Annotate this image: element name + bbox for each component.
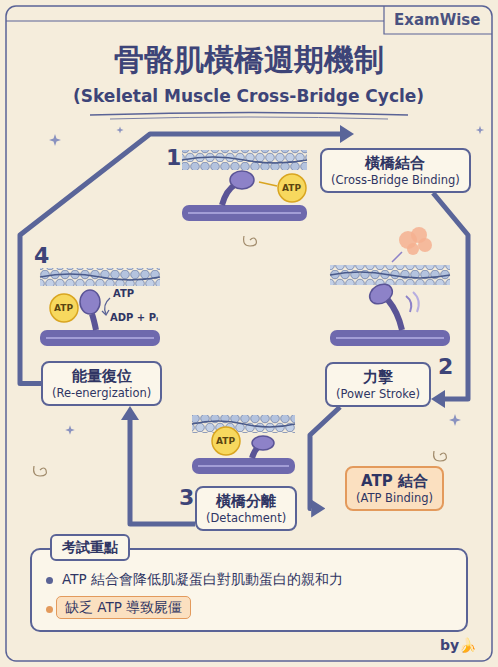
bullet-text: ATP 結合會降低肌凝蛋白對肌動蛋白的親和力 <box>62 570 343 589</box>
cycle-arrow <box>20 134 340 384</box>
reaction-text: ATP <box>113 288 134 300</box>
decorations-part <box>434 451 447 461</box>
page-frame-part <box>6 6 492 661</box>
panel-heading: 考試重點 <box>50 534 130 561</box>
decorations-part <box>449 414 461 426</box>
stage-1-illustration-part <box>182 205 307 221</box>
label-subtext: (Power Stroke) <box>336 387 420 402</box>
stage-2-illustration-part <box>330 272 450 278</box>
stage-4-illustration-part <box>92 314 96 330</box>
atp-binding-box: ATP 結合(ATP Binding) <box>345 466 444 511</box>
label-subtext: (Re-energization) <box>52 386 151 401</box>
stage-4-illustration-part <box>40 330 160 346</box>
decorations-part <box>244 236 257 246</box>
title-underline-part <box>110 117 388 119</box>
page-frame-part <box>384 6 492 34</box>
stage-3-illustration-part <box>192 458 295 474</box>
stage-3-illustration-part <box>198 465 289 467</box>
signature: by🍌 <box>440 637 476 654</box>
stage-2-illustration-part <box>418 238 432 252</box>
decorations-part <box>65 425 75 435</box>
bullet-text: 缺乏 ATP 導致屍僵 <box>65 598 182 617</box>
stage-1-illustration-part <box>182 157 307 163</box>
page-frame-part <box>6 20 384 21</box>
stage-3-illustration-part <box>252 436 274 450</box>
callout-number: 2 <box>438 354 453 380</box>
decorations-part <box>34 466 47 476</box>
brand-tab: ExamWise <box>394 11 480 29</box>
diagram-title: 骨骼肌橫橋週期機制 <box>114 40 384 81</box>
label-heading: 能量復位 <box>52 366 151 386</box>
stage-3-illustration-part <box>192 415 295 433</box>
title-underline <box>90 113 408 120</box>
stage-4-illustration-part <box>46 337 154 339</box>
stage-3-illustration <box>192 415 295 474</box>
label-subtext: (Detachment) <box>206 511 286 526</box>
atp-badge-text: ATP <box>54 303 73 314</box>
stage-3-illustration-part <box>192 421 295 427</box>
bullet-dot <box>46 606 53 613</box>
stage-3-illustration-part <box>212 427 240 455</box>
stage-4-illustration-part <box>102 310 109 315</box>
title-underline-part <box>90 113 408 116</box>
stage-1-illustration-part <box>278 174 306 202</box>
decorations-part <box>116 126 123 133</box>
stage-2-illustration-part <box>366 280 396 308</box>
stage-1-illustration-part <box>259 182 277 186</box>
label-heading: 橫橋結合 <box>331 153 460 173</box>
bullet-dot <box>46 577 53 584</box>
stage-2-illustration <box>330 227 450 346</box>
cycle-arrow <box>433 193 468 399</box>
stage-4-illustration-part <box>40 268 160 286</box>
atp-badge-text: ATP <box>216 436 235 447</box>
stage-2-illustration-part <box>413 292 419 312</box>
stage-label-box: 橫橋結合(Cross-Bridge Binding) <box>320 148 471 193</box>
stage-4-illustration-part <box>80 290 100 314</box>
subtitle: (Skeletal Muscle Cross-Bridge Cycle) <box>73 86 424 106</box>
stage-2-illustration-part <box>336 337 444 339</box>
decorations-part <box>476 126 484 134</box>
stage-2-illustration-part <box>330 330 450 346</box>
exam-points-panel: 考試重點ATP 結合會降低肌凝蛋白對肌動蛋白的親和力缺乏 ATP 導致屍僵 <box>30 548 468 632</box>
stage-2-illustration-part <box>392 252 402 262</box>
label-heading: 橫橋分離 <box>206 491 286 511</box>
highlight-bullet-box: 缺乏 ATP 導致屍僵 <box>56 596 191 619</box>
stage-1-illustration-part <box>188 212 301 214</box>
page-frame <box>6 6 492 661</box>
stage-label-box: 橫橋分離(Detachment) <box>195 486 297 531</box>
stage-2-illustration-part <box>406 296 411 312</box>
stage-2-illustration-part <box>407 243 419 255</box>
reaction-text: ADP + Pᵢ <box>110 312 158 324</box>
callout-number: 4 <box>34 243 49 269</box>
callout-number: 3 <box>179 485 194 511</box>
stage-label-box: 力擊(Power Stroke) <box>325 362 431 407</box>
label-heading: ATP 結合 <box>356 471 433 491</box>
stage-2-illustration-part <box>330 265 450 285</box>
decorations-part <box>49 134 61 146</box>
label-subtext: (Cross-Bridge Binding) <box>331 173 460 188</box>
atp-badge-text: ATP <box>282 183 301 194</box>
stage-1-illustration <box>182 150 307 221</box>
stage-4-illustration-part <box>40 274 160 280</box>
stage-4-illustration <box>40 268 160 346</box>
stage-2-illustration-part <box>388 300 402 330</box>
stage-4-illustration-part <box>50 294 78 322</box>
stage-1-illustration-part <box>230 171 254 189</box>
cycle-arrow <box>310 407 340 509</box>
cycle-arrow <box>130 420 195 524</box>
stage-1-illustration-part <box>182 150 307 170</box>
decorations <box>34 126 485 476</box>
stage-label-box: 能量復位(Re-energization) <box>41 361 162 406</box>
callout-number: 1 <box>166 145 181 171</box>
label-subtext: (ATP Binding) <box>356 491 433 506</box>
label-heading: 力擊 <box>336 367 420 387</box>
